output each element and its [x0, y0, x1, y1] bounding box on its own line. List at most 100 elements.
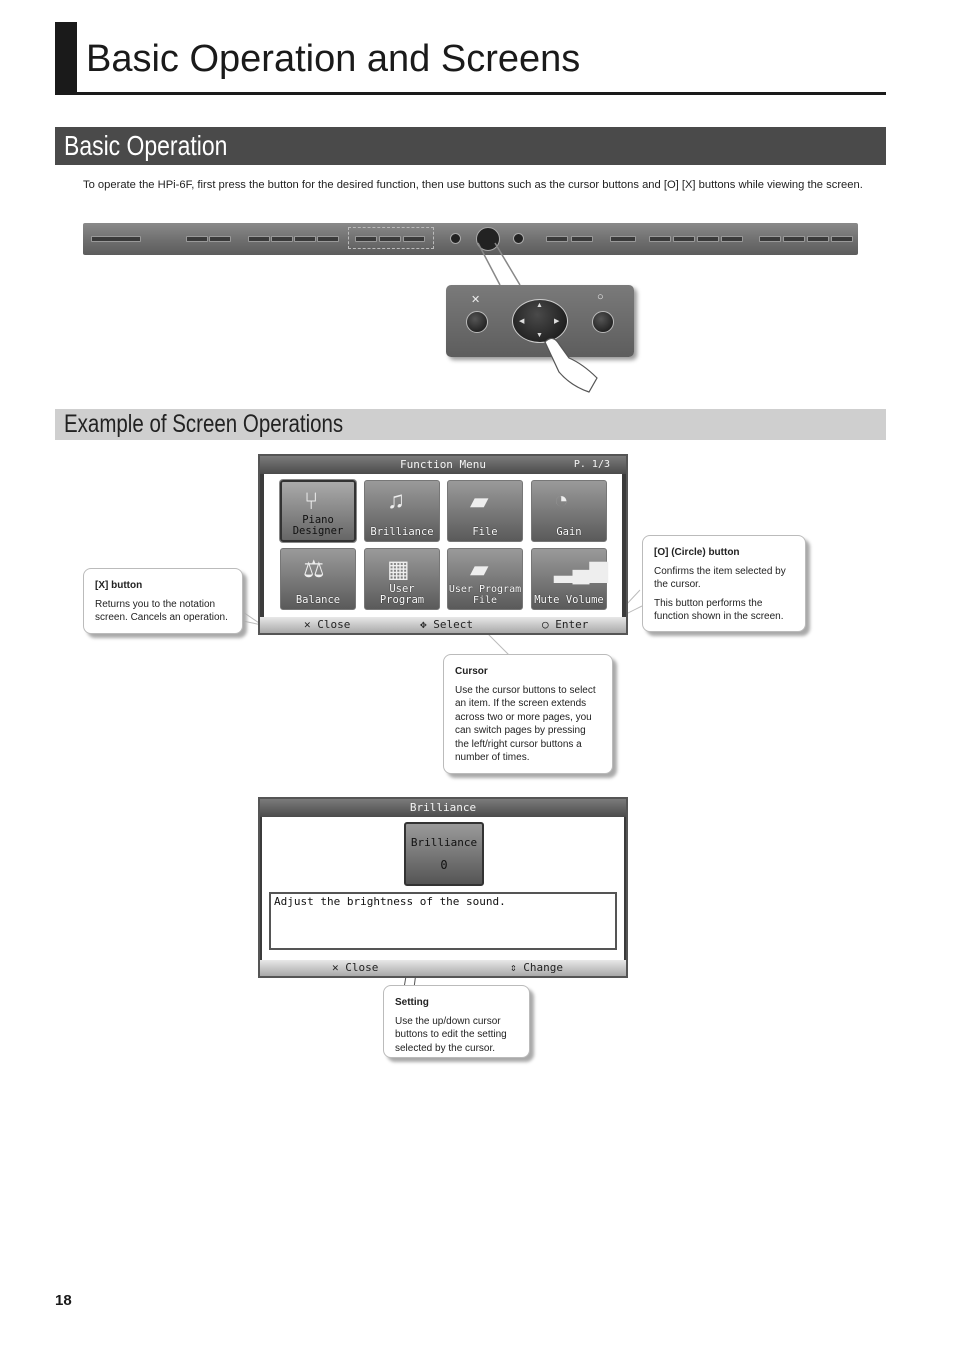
balance-icon: ⚖ — [303, 556, 325, 583]
tile-label: Brilliance — [370, 526, 434, 538]
hand-icon — [544, 337, 598, 393]
tile-user-program[interactable]: ▦ User Program — [364, 548, 440, 610]
circle-icon: ○ — [542, 618, 549, 631]
o-label: ○ — [597, 291, 604, 303]
cursor-pad[interactable]: ▲ ▼ ◀ ▶ — [512, 299, 568, 343]
callout-text: Returns you to the notation screen. Canc… — [95, 598, 228, 624]
usb-memory-icon: ▰ — [470, 488, 489, 515]
callout-o-button: [O] (Circle) button Confirms the item se… — [642, 535, 806, 632]
title-accent-bar — [55, 22, 77, 94]
screen-body: ⑂ Piano Designer ♫ Brilliance ▰ File ◔ G… — [264, 474, 622, 617]
callout-text: This button performs the function shown … — [654, 597, 784, 623]
title-rule — [55, 92, 886, 95]
close-x-icon: ✕ — [304, 618, 311, 631]
section-heading-basic-operation: Basic Operation — [55, 127, 886, 165]
panel-button — [209, 236, 231, 242]
panel-button — [673, 236, 695, 242]
x-button-small — [450, 233, 461, 244]
screen-footer: ✕ Close ✥ Select ○ Enter — [260, 617, 626, 633]
tile-brilliance[interactable]: ♫ Brilliance — [364, 480, 440, 542]
tile-piano-designer[interactable]: ⑂ Piano Designer — [280, 480, 356, 542]
panel-button — [721, 236, 743, 242]
footer-change[interactable]: ⇕ Change — [510, 960, 563, 976]
piano-icon: ♫ — [387, 487, 405, 514]
footer-close[interactable]: ✕ Close — [304, 617, 350, 633]
tile-label: User Program — [379, 583, 425, 606]
usb-memory-icon: ▰ — [470, 556, 489, 583]
tuning-fork-icon: ⑂ — [304, 488, 319, 515]
callout-heading: Cursor — [455, 666, 488, 677]
panel-button — [649, 236, 671, 242]
panel-button — [294, 236, 316, 242]
panel-button — [379, 236, 401, 242]
o-button[interactable] — [592, 311, 614, 333]
tile-user-program-file[interactable]: ▰ User Program File — [447, 548, 523, 610]
section-heading-text: Basic Operation — [64, 130, 228, 161]
screen-footer: ✕ Close ⇕ Change — [260, 960, 626, 976]
cursor-buttons-closeup: ✕ ○ ▲ ▼ ◀ ▶ — [446, 285, 634, 357]
footer-enter[interactable]: ○ Enter — [542, 617, 588, 633]
cursor-cross-icon: ✥ — [420, 618, 427, 631]
tile-label: Piano Designer — [292, 514, 344, 537]
control-panel-illustration — [83, 223, 858, 255]
user-program-icon: ▦ — [387, 556, 410, 583]
page-indicator: P. 1/3 — [573, 459, 610, 470]
panel-button — [831, 236, 853, 242]
panel-button — [571, 236, 593, 242]
panel-button — [807, 236, 829, 242]
tile-mute-volume[interactable]: ▂▄▆ Mute Volume — [531, 548, 608, 610]
panel-button — [186, 236, 208, 242]
panel-button — [271, 236, 293, 242]
right-arrow-icon: ▶ — [554, 318, 560, 325]
callout-heading: [X] button — [95, 580, 143, 591]
o-button-small — [513, 233, 524, 244]
screen-title-text: Function Menu — [399, 458, 487, 471]
volume-bars-icon: ▂▄▆ — [554, 556, 608, 583]
screen-title-text: Brilliance — [409, 801, 477, 814]
panel-button — [697, 236, 719, 242]
footer-close[interactable]: ✕ Close — [332, 960, 378, 976]
function-menu-screen: Function Menu P. 1/3 ⑂ Piano Designer ♫ … — [258, 454, 628, 635]
tile-label: File — [472, 526, 498, 538]
page-number: 18 — [55, 1292, 72, 1309]
footer-select-label: Select — [433, 618, 473, 631]
panel-button — [610, 236, 636, 242]
section-heading-text: Example of Screen Operations — [64, 410, 344, 438]
callout-heading: Setting — [395, 997, 429, 1008]
panel-button — [317, 236, 339, 242]
screen-title: Brilliance — [260, 799, 626, 817]
panel-button-group — [348, 227, 434, 249]
callout-x-button: [X] button Returns you to the notation s… — [83, 568, 243, 634]
brilliance-value-box[interactable]: Brilliance 0 — [404, 822, 484, 886]
value-label: Brilliance — [410, 836, 478, 849]
footer-close-label: Close — [317, 618, 351, 631]
x-button[interactable] — [466, 311, 488, 333]
close-x-icon: ✕ — [332, 961, 339, 974]
meter-icon: ◔ — [554, 487, 569, 514]
tile-label: User Program File — [448, 584, 522, 606]
panel-button — [759, 236, 781, 242]
panel-button — [403, 236, 425, 242]
section-heading-example: Example of Screen Operations — [55, 409, 886, 440]
tile-label: Balance — [295, 594, 341, 606]
description-box: Adjust the brightness of the sound. — [269, 892, 617, 950]
panel-button — [783, 236, 805, 242]
tile-label: Gain — [556, 526, 582, 538]
left-arrow-icon: ◀ — [519, 318, 525, 325]
footer-change-label: Change — [523, 961, 563, 974]
footer-select[interactable]: ✥ Select — [420, 617, 473, 633]
tile-gain[interactable]: ◔ Gain — [531, 480, 607, 542]
screen-title: Function Menu P. 1/3 — [260, 456, 626, 474]
cursor-pad-small — [476, 227, 500, 251]
panel-button — [546, 236, 568, 242]
tile-file[interactable]: ▰ File — [447, 480, 523, 542]
volume-slider — [91, 236, 141, 242]
callout-text: Use the up/down cursor buttons to edit t… — [395, 1015, 507, 1054]
footer-close-label: Close — [345, 961, 379, 974]
up-down-icon: ⇕ — [510, 961, 517, 974]
tile-balance[interactable]: ⚖ Balance — [280, 548, 356, 610]
value-number: 0 — [440, 858, 448, 872]
x-label: ✕ — [471, 294, 481, 306]
brilliance-screen: Brilliance Brilliance 0 Adjust the brigh… — [258, 797, 628, 978]
callout-text: Confirms the item selected by the cursor… — [654, 565, 786, 591]
